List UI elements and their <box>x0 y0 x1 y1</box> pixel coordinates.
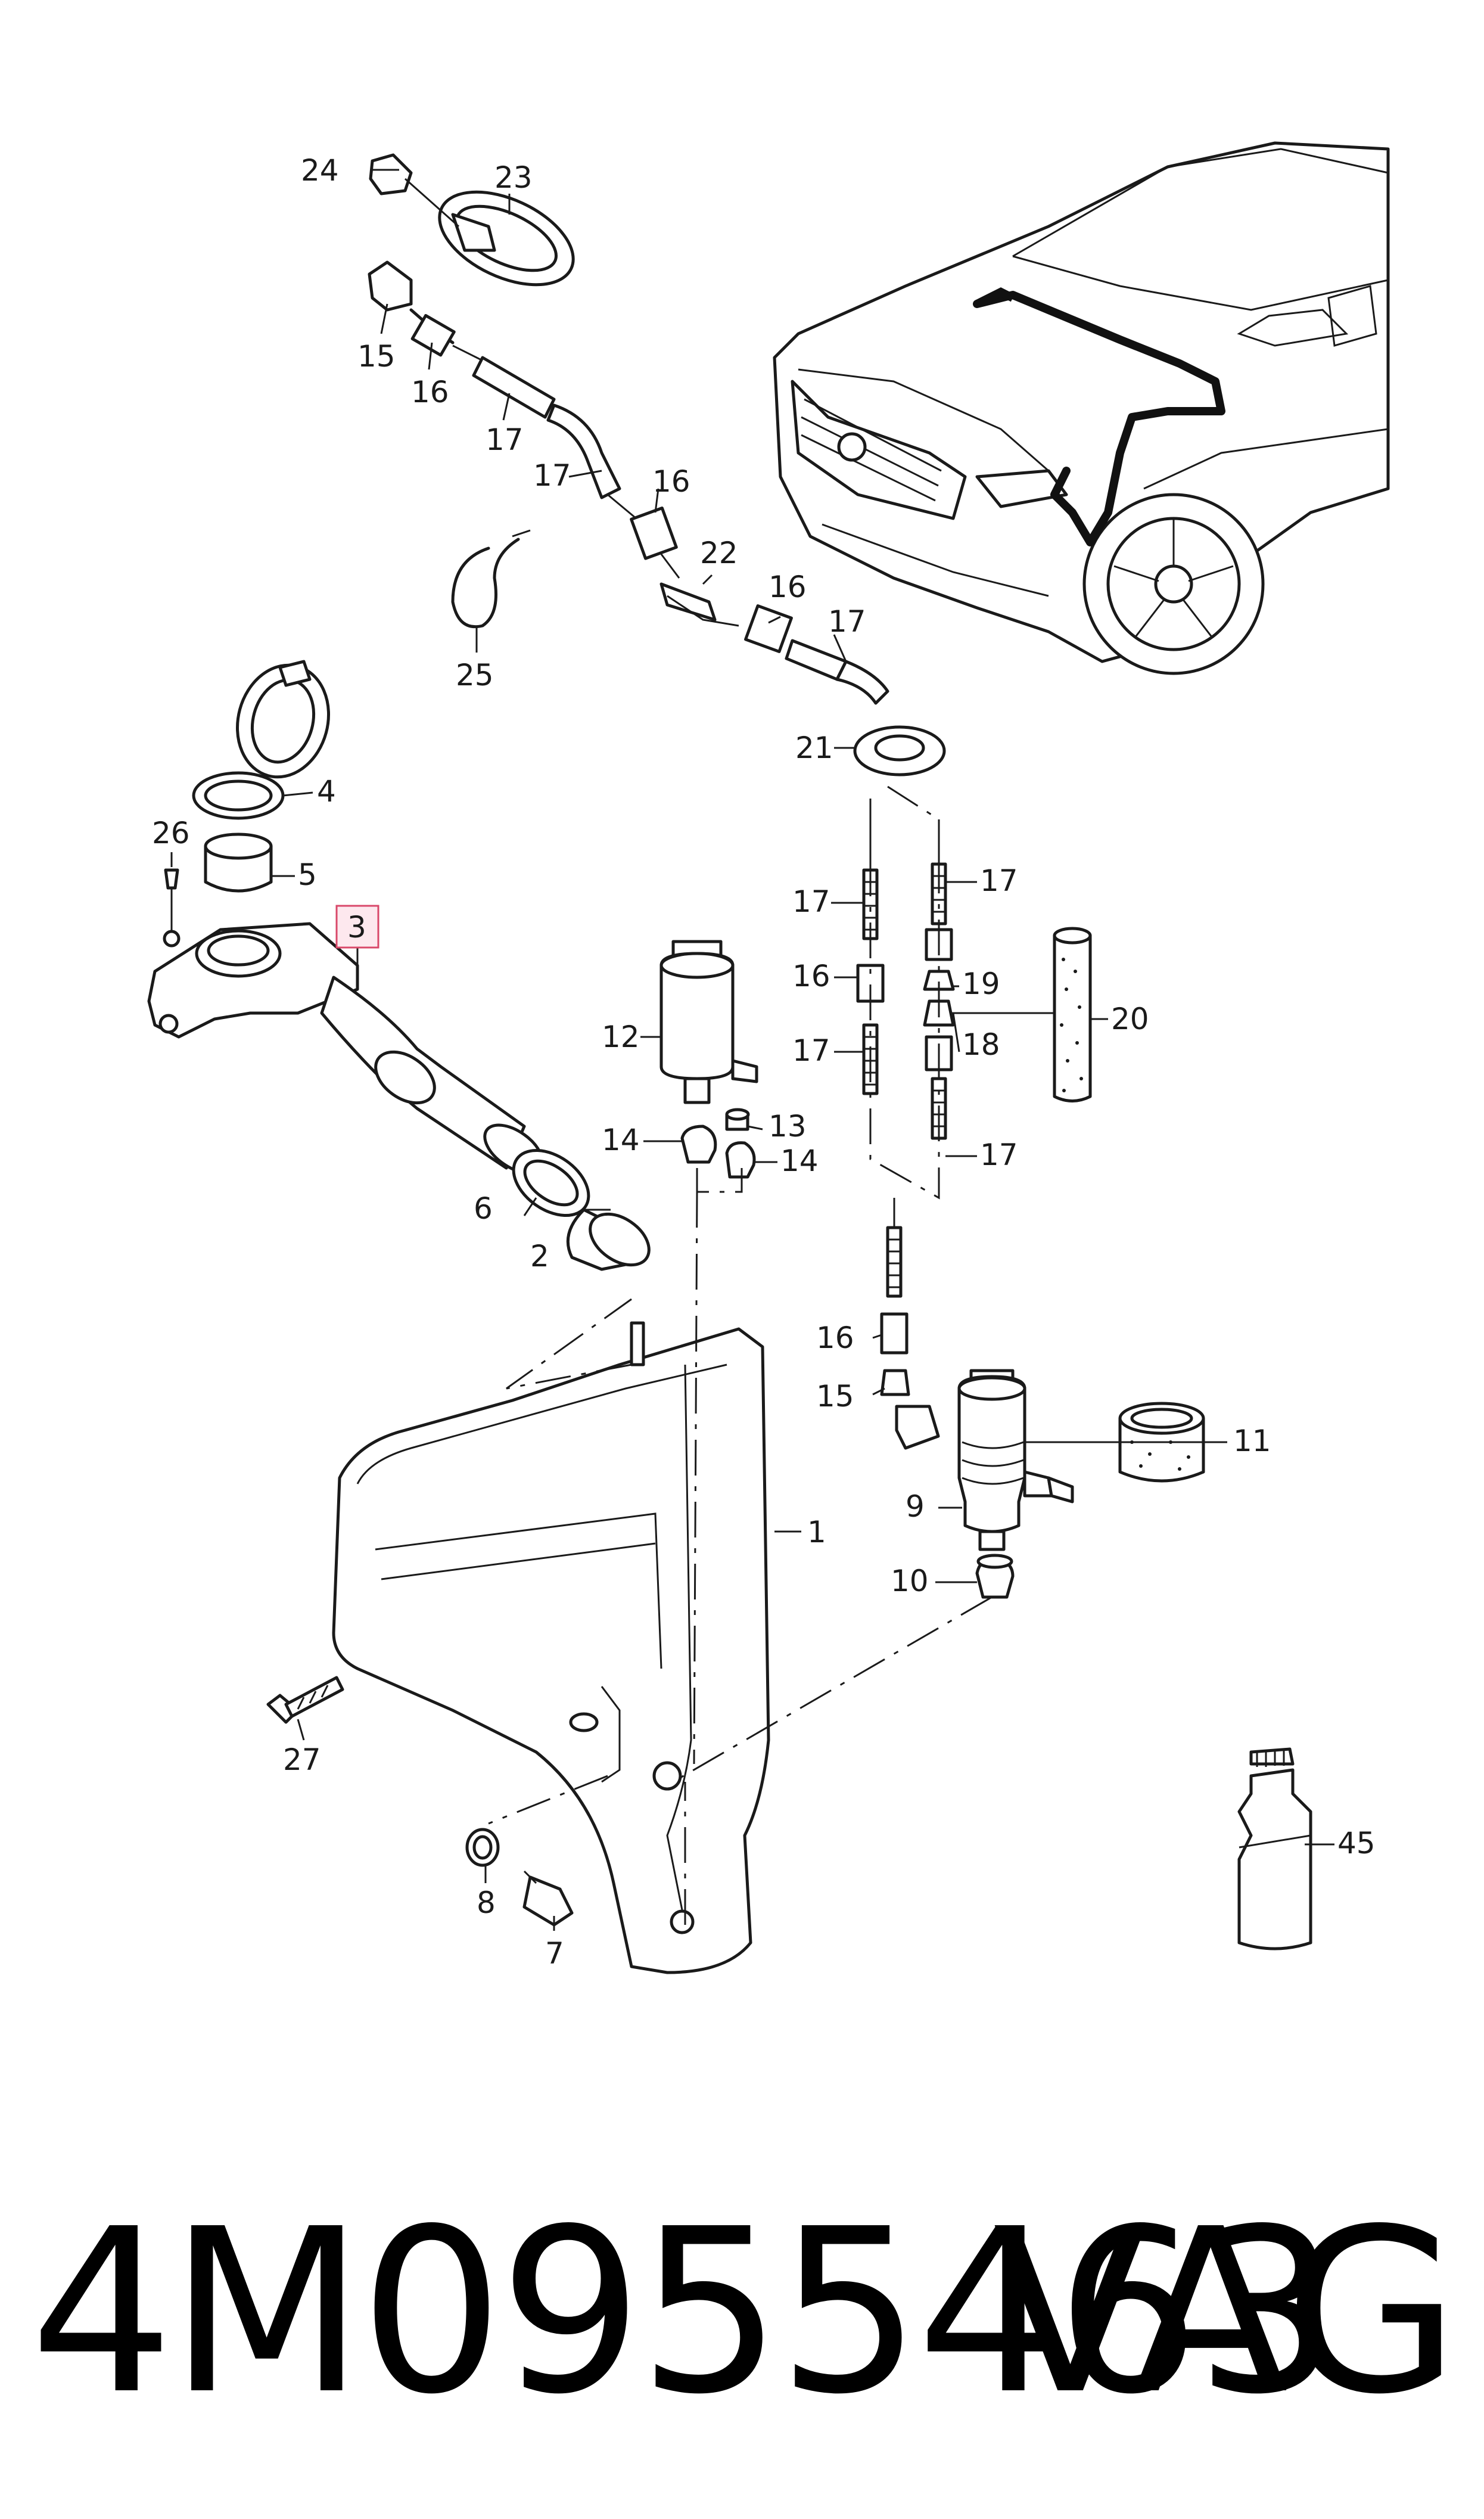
callout-17-set: 17 <box>792 1033 830 1068</box>
callout-15: 15 <box>816 1379 854 1414</box>
callout-10: 10 <box>891 1564 929 1598</box>
callout-22: 22 <box>700 536 738 570</box>
hose-set-middle <box>856 785 955 1200</box>
callout-20: 20 <box>1111 1002 1149 1036</box>
filler-neck-3 <box>147 922 544 1175</box>
callout-16-upper-right: 16 <box>769 570 807 604</box>
callout-4: 4 <box>317 774 336 809</box>
cable-tie-25 <box>451 529 531 629</box>
callout-25: 25 <box>456 658 494 692</box>
level-sensor-7-8 <box>465 1828 574 1927</box>
callout-17: 17 <box>792 884 830 919</box>
footer: 4M0955463 VAG <box>24 2169 1460 2455</box>
callout-16-top: 16 <box>411 375 449 409</box>
callout-7: 7 <box>545 1936 564 1971</box>
callout-27: 27 <box>283 1743 321 1777</box>
callout-26: 26 <box>152 816 190 850</box>
leader-lines <box>170 169 1334 1931</box>
hose-line-upper <box>409 308 889 705</box>
callout-labels: 1 2 3 4 5 6 7 8 9 10 11 12 13 14 15 16 1… <box>152 153 1376 1971</box>
callout-3: 3 <box>347 910 366 945</box>
callout-repeats: 15 16 17 17 16 16 17 16 17 17 17 14 <box>357 339 1018 1178</box>
vehicle-illustration <box>773 141 1390 675</box>
callout-17-upper-right: 17 <box>828 604 866 639</box>
callout-45: 45 <box>1337 1826 1376 1860</box>
callout-16: 16 <box>816 1321 854 1355</box>
callout-13: 13 <box>769 1109 807 1144</box>
callout-12: 12 <box>602 1020 640 1054</box>
brand-name: VAG <box>993 2180 1460 2444</box>
filter-20 <box>1053 927 1092 1102</box>
caps-13-14 <box>680 1108 756 1179</box>
callout-17-top: 17 <box>486 423 524 457</box>
part-number: 4M0955463 <box>30 2180 1339 2444</box>
reservoir-1 <box>332 1321 770 1974</box>
callout-11: 11 <box>1233 1424 1271 1458</box>
callout-16-mid: 16 <box>652 464 690 499</box>
washer-pump-12 <box>659 940 758 1104</box>
callout-14: 14 <box>602 1123 640 1157</box>
callout-17-mid: 17 <box>533 458 571 493</box>
callout-1: 1 <box>807 1515 826 1549</box>
callout-21: 21 <box>795 731 833 765</box>
callout-24: 24 <box>301 153 339 188</box>
grommet-21 <box>853 725 946 776</box>
callout-17-right-bottom: 17 <box>980 1138 1018 1172</box>
filter-11 <box>1118 1402 1205 1483</box>
parts-diagram: 1 2 3 4 5 6 7 8 9 10 11 12 13 14 15 16 1… <box>147 141 1390 1974</box>
callout-19: 19 <box>962 967 1000 1001</box>
callout-15-top: 15 <box>357 339 396 374</box>
grommet-10 <box>975 1554 1015 1599</box>
seal-6-and-2 <box>512 1148 651 1271</box>
bolt-27 <box>266 1676 344 1724</box>
callout-23: 23 <box>494 160 533 195</box>
fluid-bottle-45 <box>1237 1747 1312 1950</box>
hose-line-lower <box>880 1198 940 1450</box>
callout-6: 6 <box>474 1191 493 1226</box>
callout-18: 18 <box>962 1027 1000 1062</box>
assembly-lines <box>488 1168 993 1925</box>
callout-16-set: 16 <box>792 959 830 993</box>
filler-cap-assembly <box>163 660 331 948</box>
callout-5: 5 <box>298 858 317 892</box>
callout-2: 2 <box>530 1239 549 1274</box>
washer-jet-assembly <box>368 153 575 312</box>
washer-pump-9 <box>957 1369 1074 1551</box>
highlighted-callout-box <box>335 905 379 949</box>
callout-9: 9 <box>906 1489 925 1524</box>
callout-17-right-top: 17 <box>980 864 1018 898</box>
callout-14-right: 14 <box>780 1144 819 1178</box>
callout-8: 8 <box>477 1886 496 1920</box>
